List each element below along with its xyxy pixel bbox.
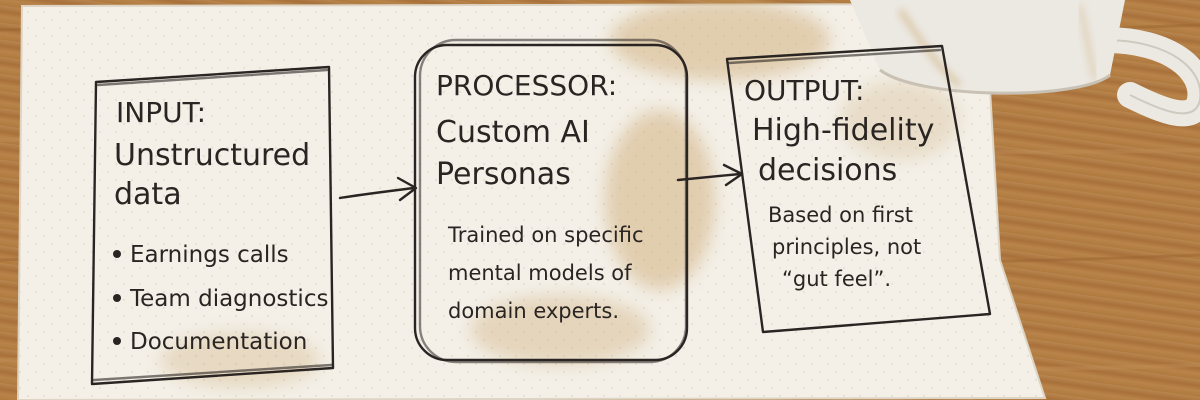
bullet-dot: [113, 337, 121, 345]
input-box-outline: [90, 65, 335, 386]
output-title-line-2: decisions: [758, 153, 897, 188]
output-body-line-3: “gut feel”.: [782, 267, 891, 291]
bullet-dot: [113, 250, 121, 258]
processor-box: PROCESSOR: Custom AI Personas Trained on…: [413, 38, 689, 364]
processor-heading: PROCESSOR:: [436, 69, 617, 102]
input-title-line-2: data: [114, 177, 182, 212]
processor-body-line-1: Trained on specific: [447, 223, 644, 247]
input-title-line-1: Unstructured: [114, 138, 310, 173]
paper-napkin: [16, 2, 1047, 400]
processor-body-line-2: mental models of: [448, 261, 632, 285]
coffee-mug: [850, 0, 1200, 127]
output-heading: OUTPUT:: [744, 74, 864, 107]
input-bullet-3: Documentation: [130, 329, 307, 355]
processor-body-line-3: domain experts.: [448, 299, 619, 323]
input-bullet-2: Team diagnostics: [129, 286, 328, 312]
input-bullet-1: Earnings calls: [130, 242, 289, 268]
output-box: OUTPUT: High-fidelity decisions Based on…: [725, 44, 992, 334]
processor-title-line-1: Custom AI: [436, 115, 590, 150]
output-body-line-2: principles, not: [772, 235, 921, 259]
processor-title-line-2: Personas: [436, 157, 571, 192]
output-body-line-1: Based on first: [768, 203, 913, 227]
input-box: INPUT: Unstructured data Earnings calls …: [90, 65, 335, 386]
output-box-outline: [725, 44, 992, 334]
bullet-dot: [113, 294, 121, 302]
output-title-line-1: High-fidelity: [752, 113, 934, 148]
input-heading: INPUT:: [116, 96, 206, 129]
